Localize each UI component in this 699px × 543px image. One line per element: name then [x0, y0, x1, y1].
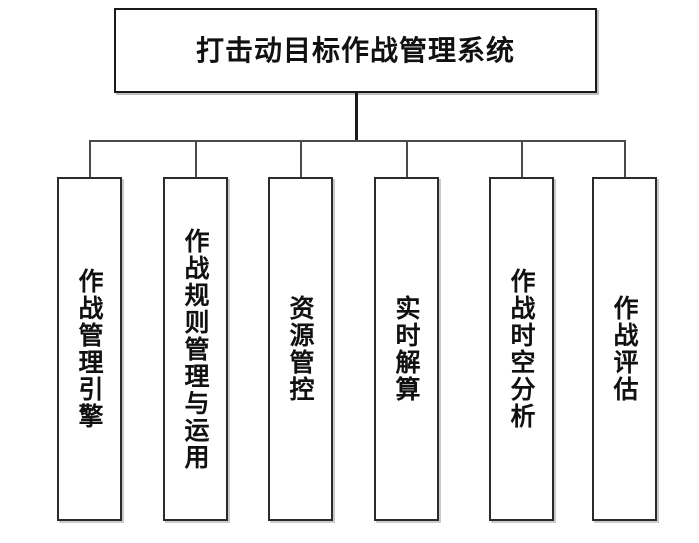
leaf-node-3-label: 资源管控 — [286, 295, 315, 403]
leaf-node-3[interactable]: 资源管控 — [268, 177, 333, 521]
leaf-node-4-label: 实时解算 — [392, 295, 421, 403]
root-node-system-title[interactable]: 打击动目标作战管理系统 — [114, 8, 597, 93]
leaf-node-5-label: 作战时空分析 — [507, 268, 536, 430]
leaf-node-4[interactable]: 实时解算 — [374, 177, 439, 521]
leaf-node-6[interactable]: 作战评估 — [592, 177, 657, 521]
leaf-node-2-label: 作战规则管理与运用 — [181, 227, 210, 471]
leaf-node-2[interactable]: 作战规则管理与运用 — [163, 177, 228, 521]
connector-drop-2 — [195, 141, 197, 177]
leaf-node-5[interactable]: 作战时空分析 — [489, 177, 554, 521]
connector-horizontal-bus — [89, 140, 626, 142]
connector-drop-6 — [624, 141, 626, 177]
connector-drop-3 — [300, 141, 302, 177]
leaf-node-1-label: 作战管理引擎 — [75, 268, 104, 430]
connector-drop-4 — [406, 141, 408, 177]
leaf-node-6-label: 作战评估 — [610, 295, 639, 403]
connector-drop-1 — [89, 141, 91, 177]
connector-drop-5 — [521, 141, 523, 177]
leaf-node-1[interactable]: 作战管理引擎 — [57, 177, 122, 521]
connector-root-stem — [355, 92, 358, 142]
root-node-label: 打击动目标作战管理系统 — [195, 33, 515, 67]
